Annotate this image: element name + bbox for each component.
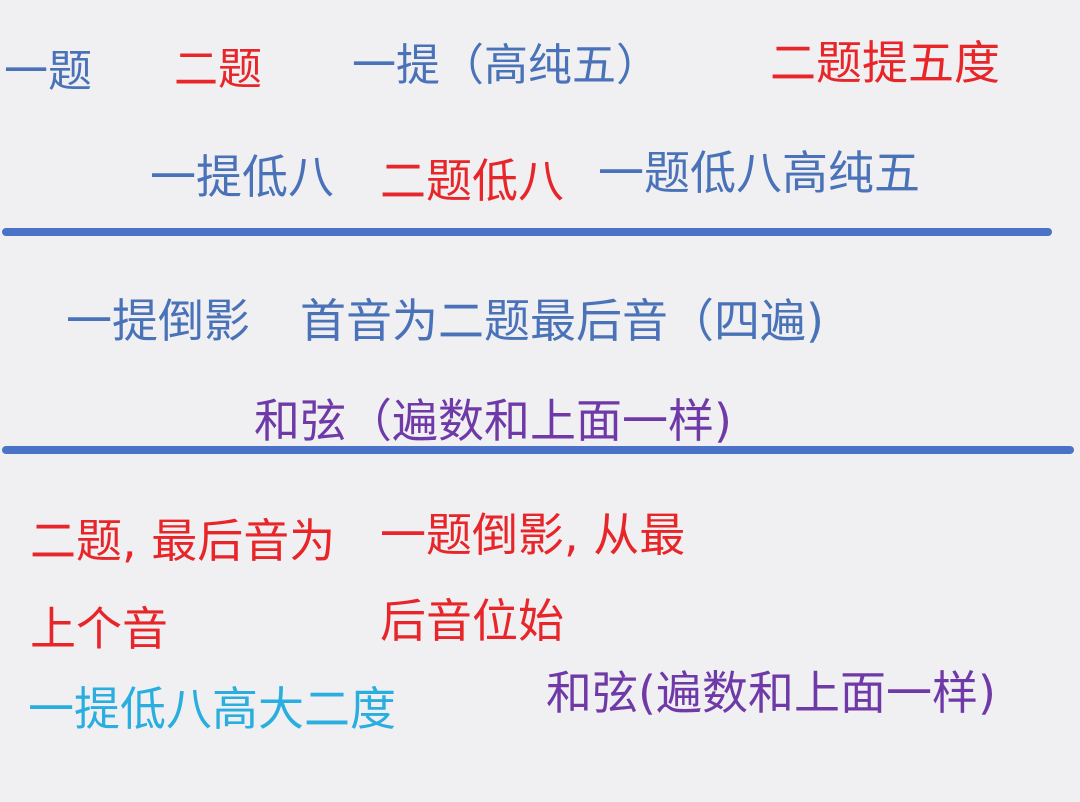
divider-line-top bbox=[2, 228, 1052, 236]
note-text-he-xian-bian-shu: 和弦(遍数和上面一样) bbox=[546, 666, 996, 720]
note-text-yi-ti-gao-chun-wu: 一提（高纯五） bbox=[352, 40, 660, 91]
note-text-er-ti-zui-hou-yin-wei: 二题, 最后音为 bbox=[30, 514, 336, 568]
note-text-yi-ti: 一题 bbox=[4, 46, 92, 97]
note-text-yi-ti-di-ba-gao-da-er-du: 一提低八高大二度 bbox=[28, 682, 396, 736]
note-text-he-xian: 和弦（遍数和上面一样) bbox=[254, 394, 732, 448]
note-text-er-ti-di-ba: 二题低八 bbox=[380, 154, 564, 208]
note-text-yi-ti-dao-ying: 一提倒影 bbox=[66, 294, 250, 348]
note-text-shang-ge-yin: 上个音 bbox=[30, 602, 168, 656]
note-text-yi-ti-di-ba: 一提低八 bbox=[150, 150, 334, 204]
note-text-hou-yin-wei-shi: 后音位始 bbox=[380, 594, 564, 648]
note-text-er-ti-ti-wu-du: 二题提五度 bbox=[770, 36, 1000, 90]
note-text-yi-ti-dao-ying-cong-zui: 一题倒影, 从最 bbox=[380, 508, 686, 562]
note-text-yi-ti-di-ba-gao-chun-wu: 一题低八高纯五 bbox=[598, 146, 920, 200]
note-text-er-ti: 二题 bbox=[174, 44, 262, 95]
note-text-shou-yin-wei-er-ti-zui-hou-yin: 首音为二题最后音（四遍) bbox=[300, 294, 824, 348]
divider-line-bottom bbox=[2, 446, 1074, 454]
